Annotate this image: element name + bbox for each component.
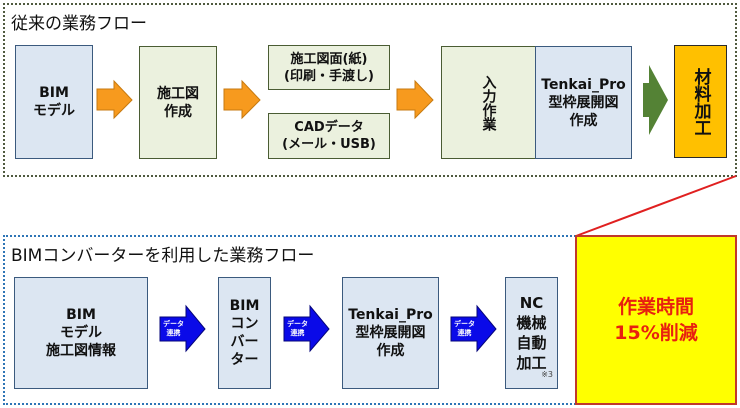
input-work-label: 入力作業	[480, 74, 497, 131]
result-line1: 作業時間	[617, 296, 694, 318]
tenkai-pro-box-bottom: Tenkai_Pro 型枠展開図 作成	[342, 277, 439, 389]
result-callout-box: 作業時間 15%削減	[575, 235, 737, 405]
bim-model-info-line1: BIM	[66, 307, 96, 323]
bim-converter-line1: BIM	[229, 298, 260, 314]
bim-model-line2: モデル	[33, 103, 75, 119]
tenkai-pro-bottom-line1: Tenkai_Pro	[348, 307, 433, 323]
orange-arrow-icon	[396, 79, 434, 120]
data-link-arrow: データ 連携	[159, 304, 206, 353]
bim-model-info-box: BIM モデル 施工図情報	[14, 277, 148, 389]
bim-model-box: BIM モデル	[15, 45, 93, 159]
construction-drawing-box: 施工図 作成	[139, 46, 217, 159]
data-link-arrow: データ 連携	[283, 304, 330, 353]
nc-machine-box: NC 機械 自動 加工 ※3	[505, 277, 558, 389]
bim-model-info-line3: 施工図情報	[46, 343, 116, 359]
cad-data-box: CADデータ (メール・USB)	[268, 113, 390, 159]
nc-machine-line2: 機械	[516, 314, 547, 332]
tenkai-pro-line1: Tenkai_Pro	[541, 76, 626, 93]
tenkai-pro-bottom-line3: 作成	[376, 343, 405, 359]
blue-arrow-icon	[450, 304, 497, 353]
input-work-box: 入力作業	[441, 46, 536, 159]
bim-converter-flow-title: BIMコンバーターを利用した業務フロー	[11, 246, 315, 266]
result-line2: 15%削減	[614, 322, 698, 344]
tenkai-pro-line3: 作成	[569, 112, 598, 129]
bim-converter-box: BIM コン バー ター	[218, 277, 271, 389]
nc-footnote: ※3	[541, 370, 553, 379]
bim-model-line1: BIM	[39, 85, 69, 101]
tenkai-pro-box-top: Tenkai_Pro 型枠展開図 作成	[535, 46, 632, 159]
paper-drawing-line2: (印刷・手渡し)	[284, 68, 374, 84]
construction-drawing-line2: 作成	[164, 103, 192, 120]
material-processing-label: 材料加工	[690, 67, 711, 136]
nc-machine-line4: 加工	[516, 354, 547, 372]
blue-arrow-icon	[283, 304, 330, 353]
bim-converter-flow-frame: BIMコンバーターを利用した業務フロー	[3, 235, 576, 405]
bim-converter-line3: バー	[230, 334, 259, 350]
nc-machine-line3: 自動	[516, 334, 547, 352]
traditional-flow-frame: 従来の業務フロー	[3, 3, 737, 177]
tenkai-pro-line2: 型枠展開図	[548, 94, 619, 111]
data-link-arrow: データ 連携	[450, 304, 497, 353]
data-link-label: データ 連携	[287, 320, 308, 337]
bim-model-info-line2: モデル	[60, 325, 102, 341]
tenkai-pro-bottom-line2: 型枠展開図	[355, 325, 426, 341]
data-link-label: データ 連携	[163, 320, 184, 337]
orange-arrow-icon	[96, 79, 133, 120]
material-processing-box: 材料加工	[674, 45, 727, 158]
bim-converter-line2: コン	[230, 316, 259, 332]
cad-data-line1: CADデータ	[294, 120, 364, 135]
orange-arrow-icon	[223, 79, 261, 120]
nc-machine-line1: NC	[519, 294, 544, 312]
construction-drawing-line1: 施工図	[157, 85, 199, 102]
green-arrow-icon	[643, 65, 668, 135]
paper-drawing-line1: 施工図面(紙)	[290, 51, 368, 67]
paper-drawing-box: 施工図面(紙) (印刷・手渡し)	[268, 45, 390, 90]
blue-arrow-icon	[159, 304, 206, 353]
cad-data-line2: (メール・USB)	[282, 137, 376, 152]
bim-converter-line4: ター	[230, 352, 259, 368]
data-link-label: データ 連携	[454, 320, 475, 337]
traditional-flow-title: 従来の業務フロー	[11, 14, 147, 34]
